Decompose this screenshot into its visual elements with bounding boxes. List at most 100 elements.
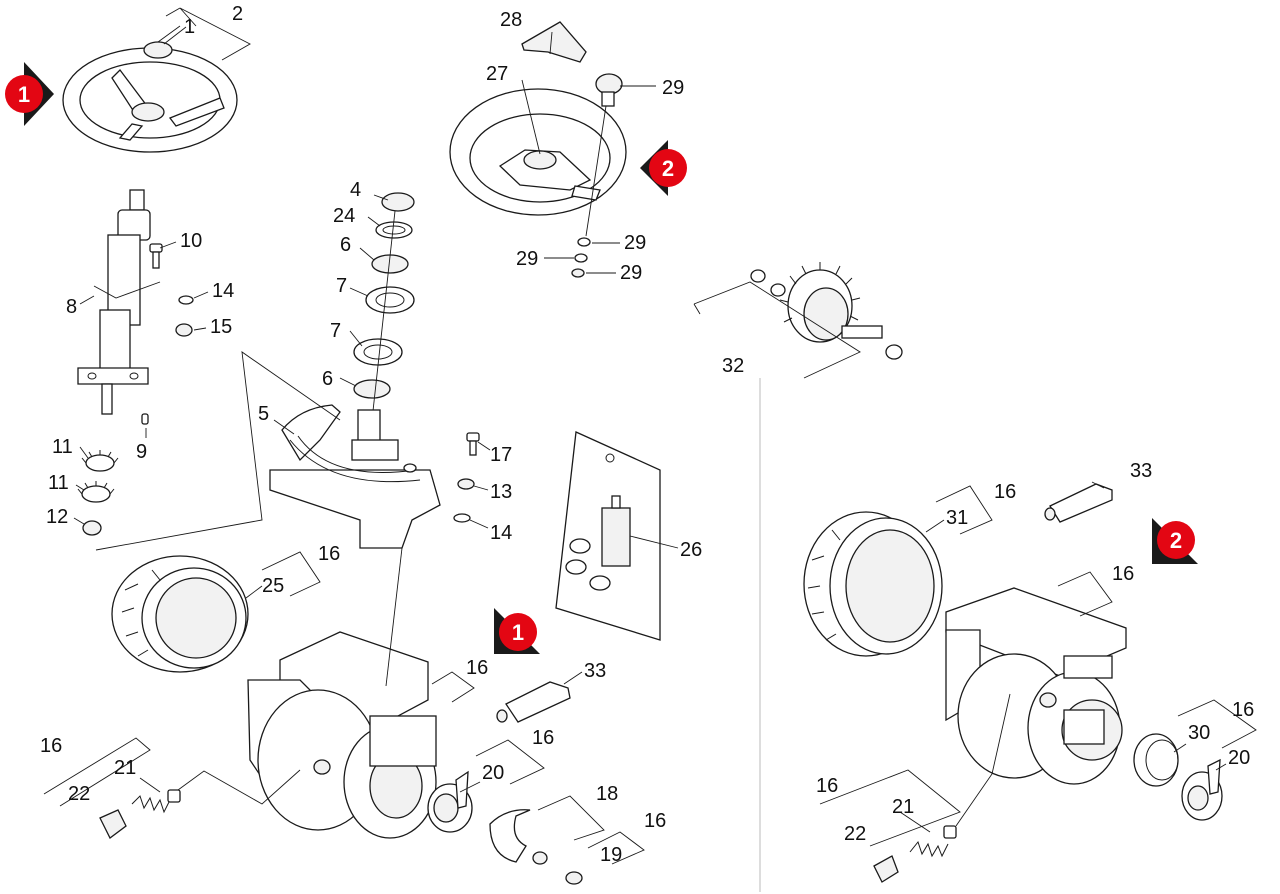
part-label: 29: [662, 77, 684, 99]
steering-wheel-variant-2: [449, 88, 627, 216]
part-label: 11: [52, 436, 73, 458]
cap-part-1: [143, 41, 173, 59]
gear-assembly-part-32: [750, 262, 903, 360]
part-label: 16: [644, 810, 666, 832]
part-label: 18: [596, 783, 618, 805]
wheel-part-25: [111, 555, 249, 673]
part-label: 29: [516, 248, 538, 270]
part-label: 28: [500, 9, 522, 31]
part-label: 9: [136, 441, 147, 463]
drive-motor-left: [247, 631, 437, 839]
band-part-30: [1133, 733, 1179, 787]
part-label: 16: [40, 735, 62, 757]
ref-marker-1-middle[interactable]: 1: [494, 608, 540, 654]
part-label: 19: [600, 844, 622, 866]
pin-part-9: [141, 413, 149, 425]
part-label: 6: [340, 234, 351, 256]
kit-brackets: [43, 7, 1257, 865]
spring-part-21-right: [909, 693, 1011, 858]
cover-part-28: [521, 21, 587, 63]
part-label: 16: [1232, 699, 1254, 721]
part-label: 16: [532, 727, 554, 749]
steering-wheel-variant-1: [62, 25, 238, 153]
nut-part-29-c: [571, 268, 585, 278]
part-label: 20: [1228, 747, 1250, 769]
part-label: 29: [624, 232, 646, 254]
part-label: 13: [490, 481, 512, 503]
ref-marker-2-top[interactable]: 2: [640, 140, 687, 196]
cap-part-22-right: [873, 855, 899, 883]
part-label: 1: [184, 16, 195, 38]
washer-part-29-b: [574, 253, 588, 263]
brake-part-20-left: [427, 770, 473, 833]
pin-part-18b: [532, 851, 548, 865]
part-label: 16: [816, 775, 838, 797]
grease-tube-part-33-left: [496, 681, 571, 723]
washer-part-14-right: [453, 513, 471, 523]
part-label: 27: [486, 63, 508, 85]
part-label: 21: [114, 757, 136, 779]
part-label: 33: [584, 660, 606, 682]
part-label: 22: [68, 783, 90, 805]
nut-part-15: [175, 323, 193, 337]
part-label: 7: [336, 275, 347, 297]
part-label: 25: [262, 575, 284, 597]
ref-marker-label: 2: [662, 156, 674, 181]
ref-marker-label: 2: [1170, 528, 1182, 553]
ref-marker-label: 1: [18, 82, 30, 107]
brake-part-20-right: [1181, 758, 1223, 821]
ref-marker-label: 1: [512, 620, 524, 645]
part-label: 10: [180, 230, 202, 252]
bushing-part-12: [82, 520, 102, 536]
steering-column: [77, 189, 151, 415]
wheel-part-31: [803, 511, 943, 657]
part-label: 8: [66, 296, 77, 318]
spring-part-21-left: [131, 769, 301, 814]
part-label: 11: [48, 472, 69, 494]
bearing-stack: [353, 192, 415, 421]
part-label: 2: [232, 3, 243, 25]
part-label: 16: [1112, 563, 1134, 585]
part-label: 12: [46, 506, 68, 528]
part-label: 24: [333, 205, 355, 227]
part-label: 20: [482, 762, 504, 784]
part-label: 16: [318, 543, 340, 565]
part-label: 6: [322, 368, 333, 390]
part-label: 22: [844, 823, 866, 845]
ref-marker-1-top-left[interactable]: 1: [5, 62, 54, 126]
sprocket-part-11-lower: [77, 481, 115, 503]
knob-part-29: [595, 73, 623, 107]
part-label: 30: [1188, 722, 1210, 744]
cap-part-22-left: [99, 809, 127, 839]
part-label: 4: [350, 179, 361, 201]
part-label: 14: [490, 522, 512, 544]
part-label: 21: [892, 796, 914, 818]
bolt-part-10: [149, 243, 163, 269]
part-label: 14: [212, 280, 234, 302]
parts-bag-part-26: [555, 431, 661, 641]
drive-motor-right: [945, 587, 1127, 785]
nut-part-19: [565, 871, 583, 885]
nut-part-13: [457, 478, 475, 490]
clip-part-18: [489, 809, 531, 863]
washer-part-29-a: [577, 237, 591, 247]
steering-plate-part-5: [269, 404, 441, 549]
bolt-part-17: [466, 432, 480, 456]
part-label: 33: [1130, 460, 1152, 482]
part-label: 31: [946, 507, 968, 529]
washer-part-14-left: [178, 295, 194, 305]
part-label: 29: [620, 262, 642, 284]
part-label: 17: [490, 444, 512, 466]
part-label: 16: [466, 657, 488, 679]
grease-tube-part-33-right: [1044, 483, 1113, 523]
sprocket-part-11-upper: [81, 450, 119, 472]
part-label: 26: [680, 539, 702, 561]
part-label: 16: [994, 481, 1016, 503]
part-label: 5: [258, 403, 269, 425]
part-label: 15: [210, 316, 232, 338]
ref-marker-2-right[interactable]: 2: [1152, 518, 1198, 564]
part-label: 32: [722, 355, 744, 377]
part-number-labels: 1 2 4 24 6 7 7 6 5 8 9 10 11 11 12 14 15…: [40, 3, 1254, 866]
part-label: 7: [330, 320, 341, 342]
